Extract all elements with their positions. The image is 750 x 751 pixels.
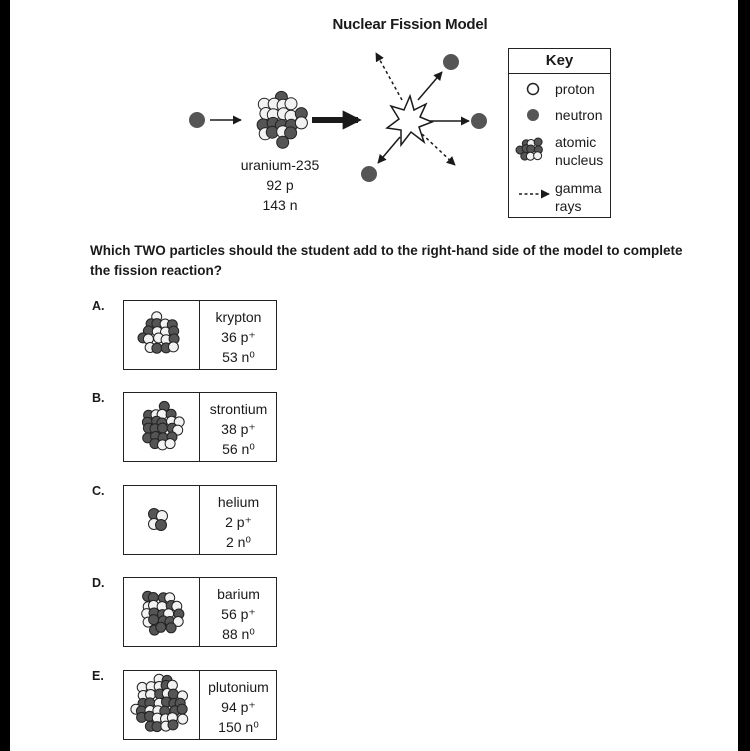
option-strontium-box[interactable]: strontium 38 p⁺ 56 n⁰ (123, 392, 277, 462)
question-text: Which TWO particles should the student a… (90, 243, 683, 278)
outgoing-neutron-upper (443, 54, 459, 70)
option-name: plutonium (208, 679, 269, 695)
uranium-neutrons: 143 n (262, 197, 298, 213)
key-proton-label: proton (555, 81, 595, 97)
option-divider (199, 486, 200, 554)
neutron-ball (155, 621, 167, 633)
helium-nucleus-icon (148, 508, 168, 531)
option-text: strontium 38 p⁺ 56 n⁰ (201, 399, 276, 459)
neutron-ball (167, 688, 179, 700)
option-text: krypton 36 p⁺ 53 n⁰ (201, 307, 276, 367)
strontium-nucleus-icon (141, 400, 185, 451)
option-neutrons: 150 n⁰ (218, 719, 259, 735)
key-nucleus-label: atomic nucleus (555, 134, 604, 168)
proton-ball (294, 116, 308, 130)
option-protons: 38 p⁺ (221, 421, 256, 437)
outgoing-neutron-right (471, 113, 487, 129)
uranium-label: uranium-235 92 p 143 n (225, 155, 335, 215)
key-box: Key proton neutron atomic nucleus gamma … (508, 48, 611, 218)
option-text: plutonium 94 p⁺ 150 n⁰ (201, 677, 276, 737)
option-barium-box[interactable]: barium 56 p⁺ 88 n⁰ (123, 577, 277, 647)
option-name: strontium (209, 401, 268, 417)
explosion-star-icon (385, 93, 435, 148)
barium-nucleus-icon (141, 590, 185, 636)
option-helium-box[interactable]: helium 2 p⁺ 2 n⁰ (123, 485, 277, 555)
proton-ball (164, 438, 176, 450)
option-neutrons: 88 n⁰ (222, 626, 255, 642)
neutron-ball (157, 422, 168, 434)
neutron-ball (148, 614, 160, 626)
proton-ball (284, 97, 298, 111)
option-krypton-box[interactable]: krypton 36 p⁺ 53 n⁰ (123, 300, 277, 370)
key-gamma-label: gamma rays (555, 180, 602, 214)
option-neutrons: 56 n⁰ (222, 441, 255, 457)
key-row-nucleus: atomic nucleus (509, 131, 610, 171)
plutonium-nucleus-icon (130, 673, 189, 733)
uranium-nucleus (256, 90, 308, 149)
neutron-ball (155, 519, 167, 531)
option-letter: E. (92, 669, 104, 683)
key-neutron-label: neutron (555, 107, 603, 123)
incoming-neutron (189, 112, 205, 128)
option-divider (199, 578, 200, 646)
gamma-ray-upper (375, 52, 403, 101)
neutron-ball (167, 719, 179, 731)
option-letter: D. (92, 576, 105, 590)
option-neutrons: 2 n⁰ (225, 534, 252, 550)
option-protons: 56 p⁺ (221, 606, 256, 622)
worksheet-page: Nuclear Fission Model uraniu (10, 0, 738, 751)
option-plutonium-box[interactable]: plutonium 94 p⁺ 150 n⁰ (123, 670, 277, 740)
option-divider (199, 393, 200, 461)
key-row-neutron: neutron (509, 105, 610, 125)
neutron-ball (176, 703, 188, 715)
option-protons: 94 p⁺ (221, 699, 256, 715)
uranium-protons: 92 p (266, 177, 294, 193)
option-text: helium 2 p⁺ 2 n⁰ (201, 492, 276, 552)
neutron-arrow-upper (417, 71, 443, 101)
neutron-arrow-lower (377, 136, 401, 164)
fission-diagram (189, 52, 487, 182)
option-letter: C. (92, 484, 105, 498)
key-row-gamma: gamma rays (509, 177, 610, 217)
option-letter: B. (92, 391, 105, 405)
proton-ball (533, 151, 543, 161)
option-letter: A. (92, 299, 105, 313)
option-neutrons: 53 n⁰ (222, 349, 255, 365)
neutron-ball (533, 137, 543, 147)
gamma-ray-arrow-icon (519, 189, 550, 199)
neutron-ball (284, 126, 298, 140)
neutron-ball (165, 622, 177, 634)
option-protons: 36 p⁺ (221, 329, 256, 345)
neutron-icon (527, 109, 539, 121)
outgoing-neutron-lower (361, 166, 377, 182)
option-text: barium 56 p⁺ 88 n⁰ (201, 584, 276, 644)
gamma-ray-lower (421, 133, 456, 166)
key-row-proton: proton (509, 79, 610, 99)
proton-icon (526, 82, 540, 96)
option-divider (199, 301, 200, 369)
neutron-ball (151, 342, 163, 354)
proton-ball (172, 616, 184, 627)
option-protons: 2 p⁺ (225, 514, 252, 530)
key-title: Key (509, 49, 610, 74)
option-name: helium (217, 494, 260, 510)
proton-ball (177, 713, 189, 725)
atomic-nucleus-icon (515, 137, 543, 161)
proton-ball (167, 341, 179, 353)
diagram-title: Nuclear Fission Model (332, 16, 488, 33)
krypton-nucleus-icon (137, 311, 180, 354)
option-name: barium (217, 586, 260, 602)
neutron-ball (276, 135, 290, 149)
uranium-name: uranium-235 (240, 157, 320, 173)
option-name: krypton (215, 309, 262, 325)
option-divider (199, 671, 200, 739)
